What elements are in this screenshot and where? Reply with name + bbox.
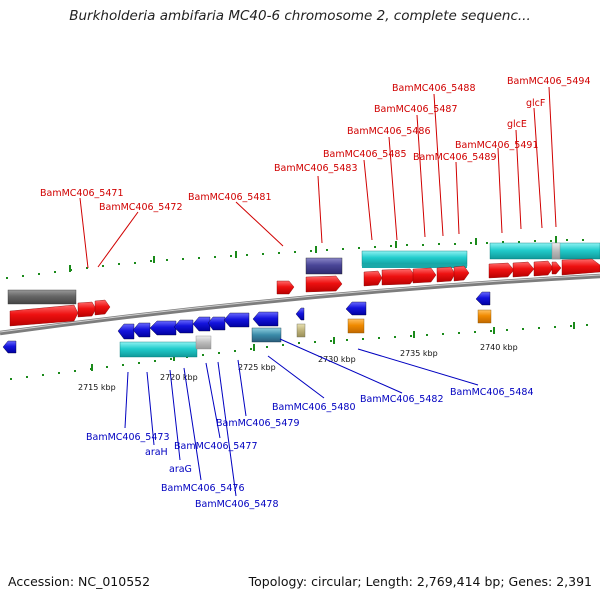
gene-arrow (436, 266, 456, 283)
cyan-feature (362, 264, 467, 268)
summary-text: Topology: circular; Length: 2,769,414 bp… (248, 574, 592, 589)
gene-label: BamMC406_5487 (374, 104, 457, 115)
scale-tick-label: 2735 kbp (400, 349, 438, 358)
gene-label: BamMC406_5472 (99, 202, 182, 213)
cyan-feature (119, 341, 198, 358)
orange-feature (347, 318, 365, 334)
map-title: Burkholderia ambifaria MC40-6 chromosome… (69, 8, 531, 24)
gene-label: BamMC406_5491 (455, 140, 538, 151)
scale-tick-label: 2715 kbp (78, 383, 116, 392)
purple-feature (305, 257, 343, 275)
cyan-feature (489, 242, 600, 260)
scale-labels: 2715 kbp 2720 kbp 2725 kbp 2730 kbp 2735… (78, 343, 518, 392)
gene-label: BamMC406_5485 (323, 149, 406, 160)
gene-label: araH (145, 447, 168, 458)
scale-tick-label: 2740 kbp (480, 343, 518, 352)
gene-arrow (551, 261, 562, 275)
gene-arrow (9, 304, 79, 327)
gene-arrow (173, 319, 194, 334)
accession-text: Accession: NC_010552 (8, 574, 151, 589)
gene-label: BamMC406_5476 (161, 483, 244, 494)
gene-label: BamMC406_5484 (450, 387, 533, 398)
gene-label: BamMC406_5494 (507, 76, 590, 87)
bottom-leader-lines (124, 338, 479, 497)
gene-label: BamMC406_5486 (347, 126, 430, 137)
light-feature (551, 242, 561, 260)
gene-label: BamMC406_5478 (195, 499, 278, 510)
gene-label: glcE (507, 119, 527, 130)
forward-gene-track (7, 242, 600, 327)
gene-arrow (412, 267, 437, 284)
gene-arrow (149, 320, 177, 336)
teal-feature (251, 327, 282, 343)
scale-tick-label: 2730 kbp (318, 355, 356, 364)
gene-label: BamMC406_5488 (392, 83, 475, 94)
chromosome-backbone (0, 273, 600, 336)
gene-arrow (276, 280, 295, 295)
gene-label: BamMC406_5471 (40, 188, 123, 199)
gene-label: BamMC406_5481 (188, 192, 271, 203)
top-gene-labels: BamMC406_5471 BamMC406_5472 BamMC406_548… (40, 76, 590, 213)
gene-arrow (132, 322, 151, 338)
gene-arrow (512, 261, 535, 278)
gene-label: BamMC406_5479 (216, 418, 299, 429)
gene-arrow (223, 312, 250, 328)
top-leader-lines (79, 86, 557, 269)
gene-label: BamMC406_5480 (272, 402, 355, 413)
gene-arrow (2, 340, 17, 354)
tan-feature (296, 323, 306, 338)
gene-arrow (305, 275, 343, 293)
gene-arrow (345, 301, 367, 316)
bottom-gene-labels: BamMC406_5473 araH araG BamMC406_5476 Ba… (86, 387, 533, 510)
cyan-feature (361, 250, 468, 267)
gene-arrow (488, 262, 515, 279)
gene-arrow (77, 301, 97, 318)
gene-arrow (295, 307, 305, 321)
gene-arrow (192, 316, 211, 332)
inner-tick-track (10, 322, 588, 380)
scale-tick-label: 2720 kbp (160, 373, 198, 382)
gene-label: BamMC406_5489 (413, 152, 496, 163)
gene-label: BamMC406_5477 (174, 441, 257, 452)
gene-arrow (117, 323, 135, 340)
reverse-gene-track (2, 291, 492, 358)
gene-label: glcF (526, 98, 545, 109)
light-feature (195, 335, 212, 350)
gene-arrow (94, 299, 111, 316)
outer-tick-track (6, 236, 584, 279)
gene-label: BamMC406_5482 (360, 394, 443, 405)
gene-label: BamMC406_5483 (274, 163, 357, 174)
gene-arrow (363, 270, 383, 287)
gene-arrow (561, 258, 600, 276)
gray-feature (7, 289, 77, 305)
gene-arrow (381, 268, 417, 286)
gene-arrow (252, 311, 279, 327)
gene-arrow (453, 265, 470, 282)
gene-label: BamMC406_5473 (86, 432, 169, 443)
gene-arrow (207, 316, 226, 331)
gene-label: araG (169, 464, 192, 475)
gene-arrow (533, 260, 554, 277)
gene-arrow (475, 291, 491, 306)
orange-feature (477, 309, 492, 324)
scale-tick-label: 2725 kbp (238, 363, 276, 372)
